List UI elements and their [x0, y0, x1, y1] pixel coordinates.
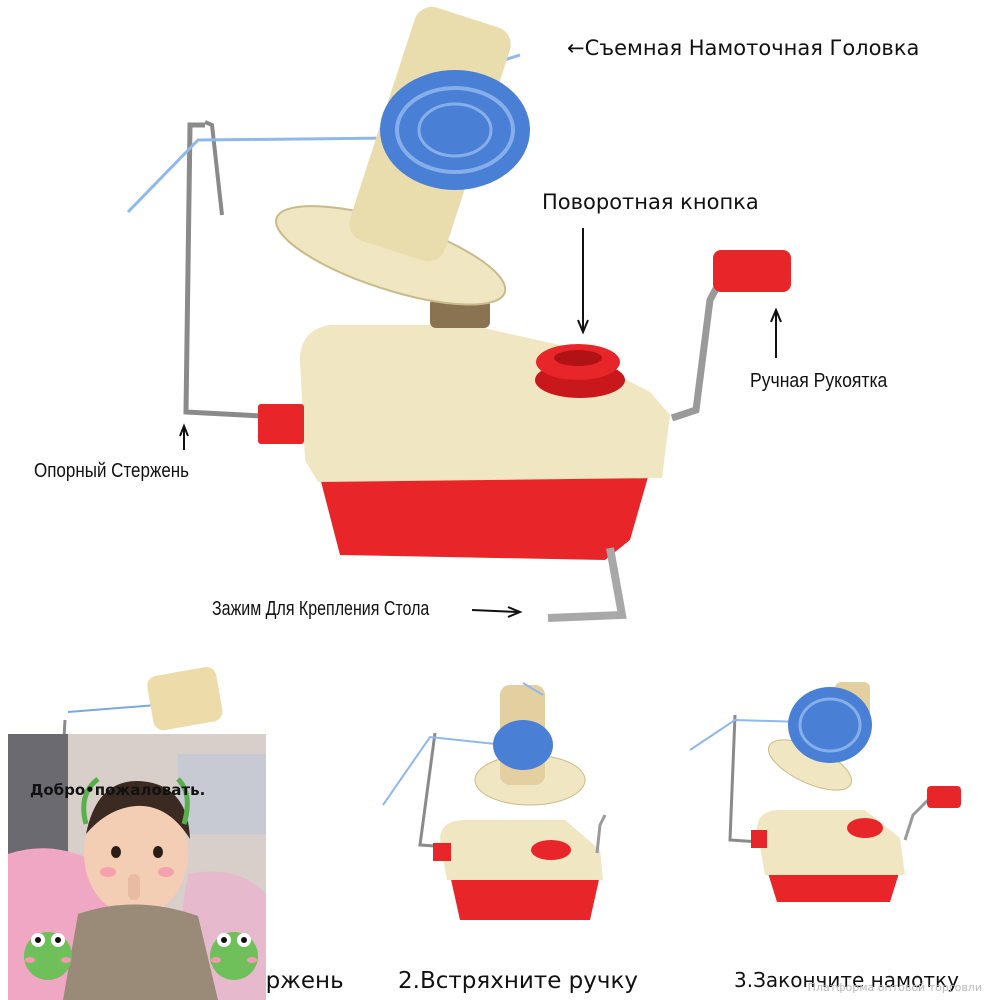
- label-support-rod: Опорный Стержень: [34, 460, 190, 482]
- label-hand-crank: Ручная Рукоятка: [750, 370, 888, 392]
- support-rod: [183, 122, 263, 419]
- crank-grip: [713, 250, 791, 292]
- clamp-arrow: [471, 609, 519, 613]
- yarn-winder-illustration: [126, 6, 791, 622]
- step2-caption: 2.Встряхните ручку: [398, 968, 638, 994]
- welcome-sticker-text: Добро•пожаловать.: [30, 781, 206, 799]
- label-turn-knob: Поворотная кнопка: [542, 190, 759, 214]
- welcome-photo: Добро•пожаловать.: [8, 734, 266, 1000]
- label-removable-head: ←Съемная Намоточная Головка: [567, 36, 920, 60]
- side-clip: [258, 404, 304, 444]
- table-clamp: [547, 547, 627, 622]
- label-table-clamp: Зажим Для Крепления Стола: [212, 598, 430, 620]
- step3-illustration: [689, 682, 961, 902]
- watermark: Платформа оптовой торговли: [807, 981, 982, 994]
- child-photo: [8, 734, 266, 1000]
- crank-arm: [670, 270, 729, 422]
- red-base: [318, 470, 650, 560]
- cream-body: [300, 325, 670, 482]
- step3-caption: 3.Закончите намотку: [734, 968, 959, 992]
- step2-illustration: [382, 682, 607, 920]
